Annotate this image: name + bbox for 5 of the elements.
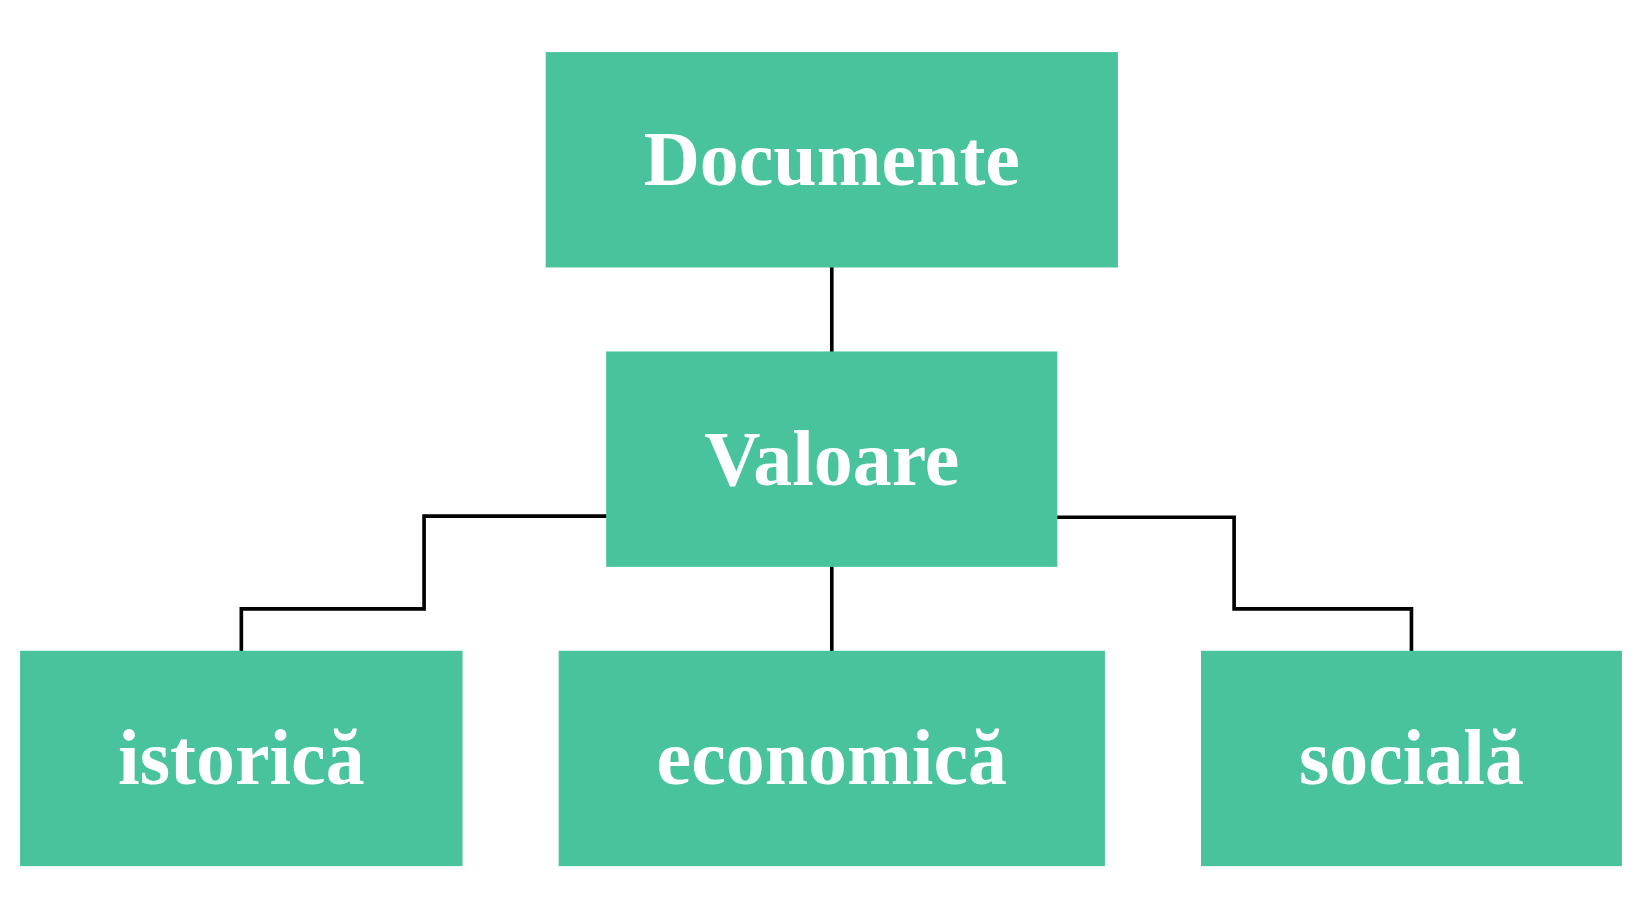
node-box: istorică bbox=[20, 650, 463, 866]
node-box: socială bbox=[1201, 650, 1622, 866]
node-box: Valoare bbox=[606, 351, 1058, 567]
node-box: economică bbox=[558, 650, 1105, 866]
node-box: Documente bbox=[545, 52, 1118, 268]
